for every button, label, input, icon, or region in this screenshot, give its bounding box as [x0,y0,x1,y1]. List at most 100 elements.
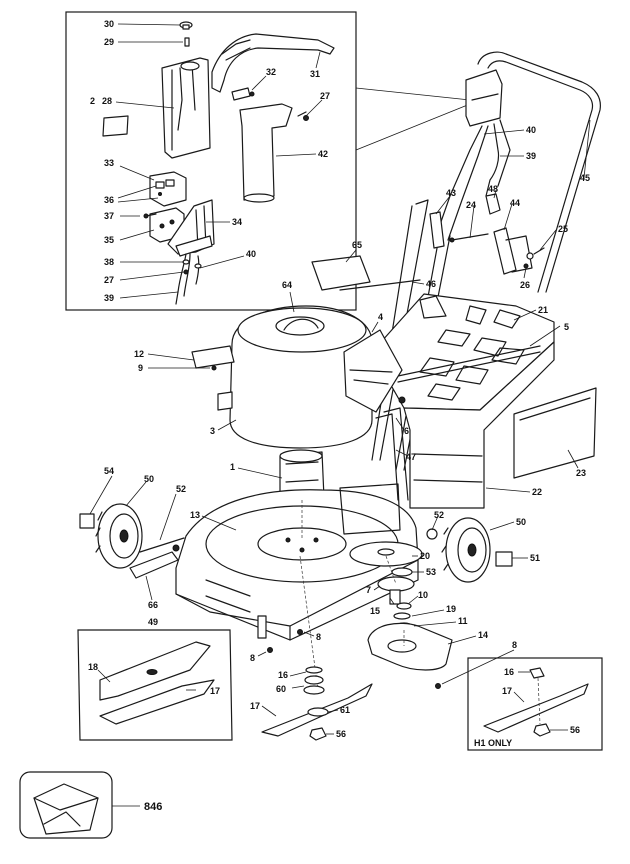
part-20-pulley [349,541,423,567]
label-65: 65 [352,240,362,250]
label-39: 39 [526,151,536,161]
label-7: 7 [366,585,371,595]
label-11: 11 [458,616,468,626]
part-32-bolt [231,87,255,101]
label-50-right: 50 [516,517,526,527]
label-34: 34 [232,217,242,227]
left-wheel-assembly [79,475,185,601]
part-48-cable-clip [485,193,501,215]
label-54: 54 [104,466,114,476]
label-23: 23 [576,468,586,478]
label-51: 51 [530,553,540,563]
blade-inset-left [77,629,233,741]
label-27-bottom: 27 [104,275,114,285]
label-49: 49 [148,617,158,627]
part-31-switch-lever [211,33,335,93]
bag-icon [33,783,99,835]
part-37-screw [143,213,157,219]
label-33: 33 [104,158,114,168]
label-24: 24 [466,200,476,210]
label-37: 37 [104,211,114,221]
label-6: 6 [404,426,409,436]
part-10-nut [396,602,412,610]
label-53: 53 [426,567,436,577]
label-39-inset: 39 [104,293,114,303]
label-16: 16 [278,670,288,680]
label-13: 13 [190,510,200,520]
part-44-bracket [493,227,517,275]
part-42-handle-tube [239,103,293,203]
part-27-screw-top [297,111,309,121]
label-8-right: 8 [512,640,517,650]
handle-switch-inset [65,11,471,311]
part-30-cap [179,21,193,30]
label-14: 14 [478,630,488,640]
label-40-inset: 40 [246,249,256,259]
part-52-washer [426,528,438,540]
label-56-center: 56 [336,729,346,739]
label-846: 846 [144,801,162,813]
label-47: 47 [406,452,416,462]
part-23-side-panel [513,387,597,479]
part-56-nut [309,727,327,741]
label-56-h1: 56 [570,725,580,735]
label-9: 9 [138,363,143,373]
part-28-grip-housing [161,57,211,159]
label-60: 60 [276,684,286,694]
h1-only-caption: H1 ONLY [474,738,512,748]
label-35: 35 [104,235,114,245]
label-8-center: 8 [316,632,321,642]
part-66-height-lever [129,551,179,579]
label-19: 19 [446,604,456,614]
label-42: 42 [318,149,328,159]
label-30: 30 [104,19,114,29]
label-44: 44 [510,198,520,208]
parts-bag-box [19,771,140,839]
label-10: 10 [418,590,428,600]
label-38: 38 [104,257,114,267]
motor-cover [147,291,403,449]
label-17-center: 17 [250,701,260,711]
part-14-gearbox [367,622,453,671]
part-17-blade-a [99,679,215,725]
label-16-h1: 16 [504,667,514,677]
label-8-left: 8 [250,653,255,663]
label-29: 29 [104,37,114,47]
label-66: 66 [148,600,158,610]
label-4: 4 [378,312,383,322]
label-64: 64 [282,280,292,290]
label-3: 3 [210,426,215,436]
part-54-hub-cap [79,513,95,529]
right-wheel-assembly [426,515,528,583]
label-61: 61 [340,705,350,715]
blade-inset-h1 [467,657,603,751]
label-2: 2 [90,96,95,106]
label-52-right: 52 [434,510,444,520]
label-5: 5 [564,322,569,332]
grass-box [371,293,597,509]
label-31: 31 [310,69,320,79]
label-18: 18 [88,662,98,672]
label-1: 1 [230,462,235,472]
cable-assembly [175,253,202,305]
part-34-switch-housing [167,199,215,257]
label-32: 32 [266,67,276,77]
part-65-panel [311,255,371,291]
part-53-washer [391,567,413,577]
label-17-inset: 17 [210,686,220,696]
label-45: 45 [580,173,590,183]
label-21: 21 [538,305,548,315]
part-29-pin [184,37,190,47]
rear-rods [375,396,409,501]
label-15: 15 [370,606,380,616]
label-12: 12 [134,349,144,359]
mower-deck [175,483,419,641]
label-20: 20 [420,551,430,561]
label-46: 46 [426,279,436,289]
part-2-label-plate [102,115,129,137]
label-43: 43 [446,188,456,198]
label-52-left: 52 [176,484,186,494]
part-33-switch-block [149,171,187,207]
shield-panels [311,249,425,291]
